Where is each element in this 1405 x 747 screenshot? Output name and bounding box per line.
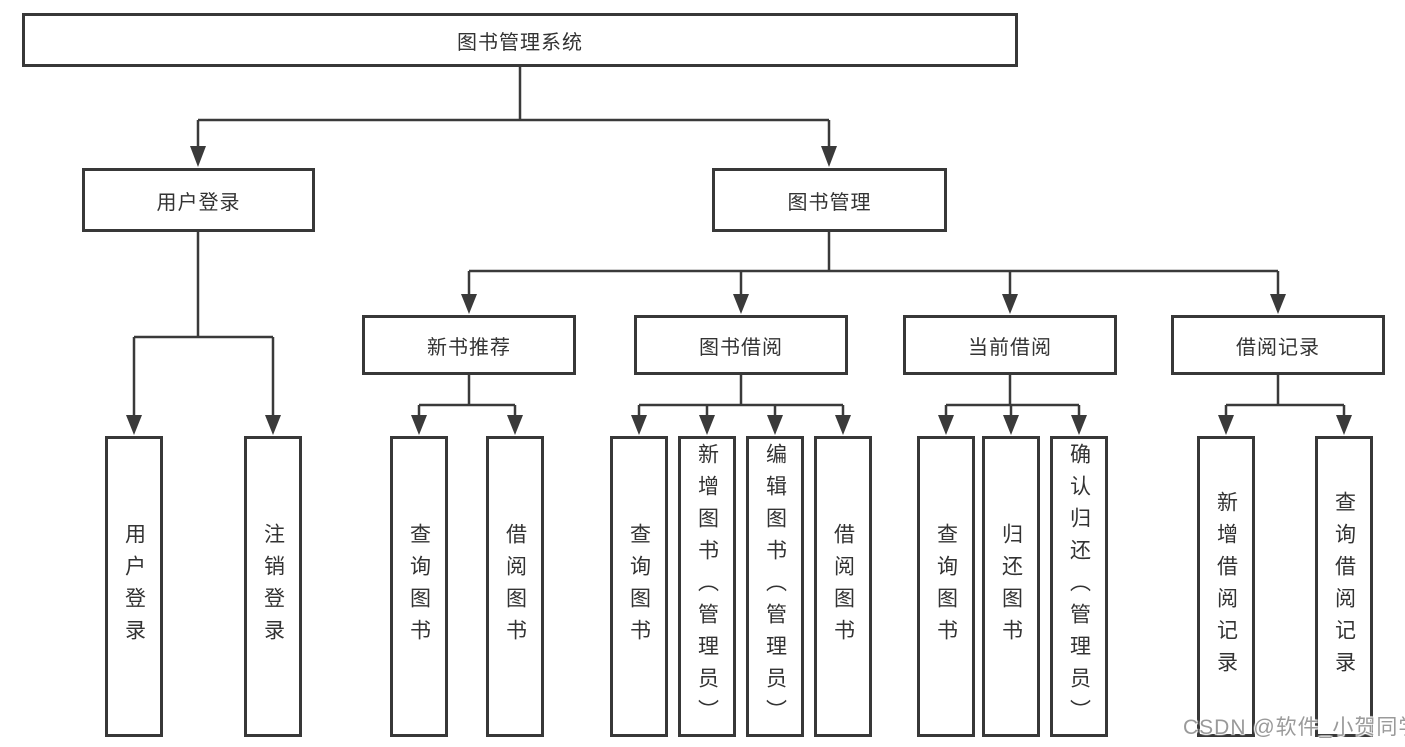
leaf-logout: 注销登录 (244, 436, 302, 737)
leaf-current-return: 归还图书 (982, 436, 1040, 737)
leaf-records-add: 新增借阅记录 (1197, 436, 1255, 737)
node-new-book-recommend-label: 新书推荐 (427, 336, 511, 359)
node-current-borrowing: 当前借阅 (903, 315, 1117, 375)
leaf-user-login-label: 用户登录 (122, 522, 146, 651)
leaf-records-add-label: 新增借阅记录 (1214, 490, 1238, 683)
leaf-current-confirm: 确认归还（管理员） (1050, 436, 1108, 737)
leaf-borrow-edit-label: 编辑图书（管理员） (763, 442, 787, 731)
leaf-current-query-label: 查询图书 (934, 522, 958, 651)
leaf-current-query: 查询图书 (917, 436, 975, 737)
node-borrowing-records-label: 借阅记录 (1236, 336, 1320, 359)
leaf-newbook-query-label: 查询图书 (407, 522, 431, 651)
node-user-login: 用户登录 (82, 168, 315, 232)
node-user-login-label: 用户登录 (156, 191, 241, 214)
node-book-borrowing-label: 图书借阅 (699, 336, 783, 359)
leaf-borrow-borrow: 借阅图书 (814, 436, 872, 737)
leaf-current-return-label: 归还图书 (999, 522, 1023, 651)
node-book-management: 图书管理 (712, 168, 947, 232)
leaf-borrow-add: 新增图书（管理员） (678, 436, 736, 737)
node-root-label: 图书管理系统 (457, 31, 583, 54)
node-root: 图书管理系统 (22, 13, 1018, 67)
leaf-records-query: 查询借阅记录 (1315, 436, 1373, 737)
node-book-management-label: 图书管理 (787, 191, 872, 214)
leaf-borrow-borrow-label: 借阅图书 (831, 522, 855, 651)
watermark-text: CSDN @软件_小贺同学 (1183, 716, 1405, 739)
node-borrowing-records: 借阅记录 (1171, 315, 1385, 375)
leaf-borrow-query-label: 查询图书 (627, 522, 651, 651)
node-current-borrowing-label: 当前借阅 (968, 336, 1052, 359)
leaf-borrow-add-label: 新增图书（管理员） (695, 442, 719, 731)
leaf-borrow-edit: 编辑图书（管理员） (746, 436, 804, 737)
leaf-user-login: 用户登录 (105, 436, 163, 737)
node-new-book-recommend: 新书推荐 (362, 315, 576, 375)
leaf-newbook-borrow-label: 借阅图书 (503, 522, 527, 651)
leaf-current-confirm-label: 确认归还（管理员） (1067, 442, 1091, 731)
leaf-newbook-query: 查询图书 (390, 436, 448, 737)
leaf-records-query-label: 查询借阅记录 (1332, 490, 1356, 683)
node-book-borrowing: 图书借阅 (634, 315, 848, 375)
leaf-newbook-borrow: 借阅图书 (486, 436, 544, 737)
leaf-borrow-query: 查询图书 (610, 436, 668, 737)
leaf-logout-label: 注销登录 (261, 522, 285, 651)
